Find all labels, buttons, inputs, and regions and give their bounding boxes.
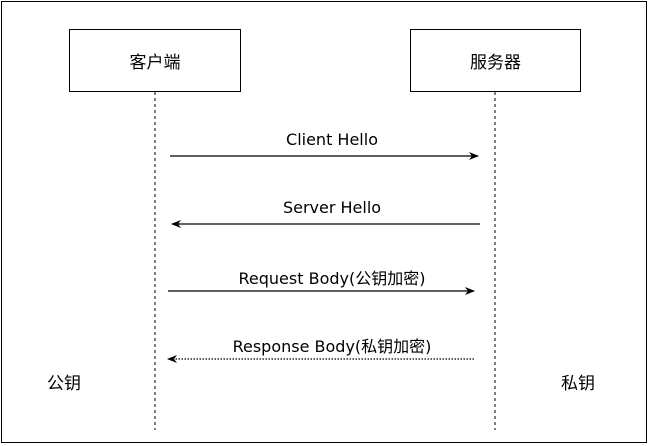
message-label-request-body: Request Body(公钥加密) — [238, 269, 426, 288]
participant-client-label: 客户端 — [129, 53, 181, 73]
message-label-server-hello: Server Hello — [282, 198, 382, 217]
participant-server-label: 服务器 — [470, 53, 521, 73]
participant-server: 服务器 — [410, 29, 581, 92]
server-key-label: 私钥 — [561, 374, 595, 394]
message-label-response-body: Response Body(私钥加密) — [232, 337, 432, 356]
client-key-label: 公钥 — [47, 374, 81, 394]
message-label-client-hello: Client Hello — [286, 130, 378, 149]
participant-client: 客户端 — [69, 29, 241, 92]
